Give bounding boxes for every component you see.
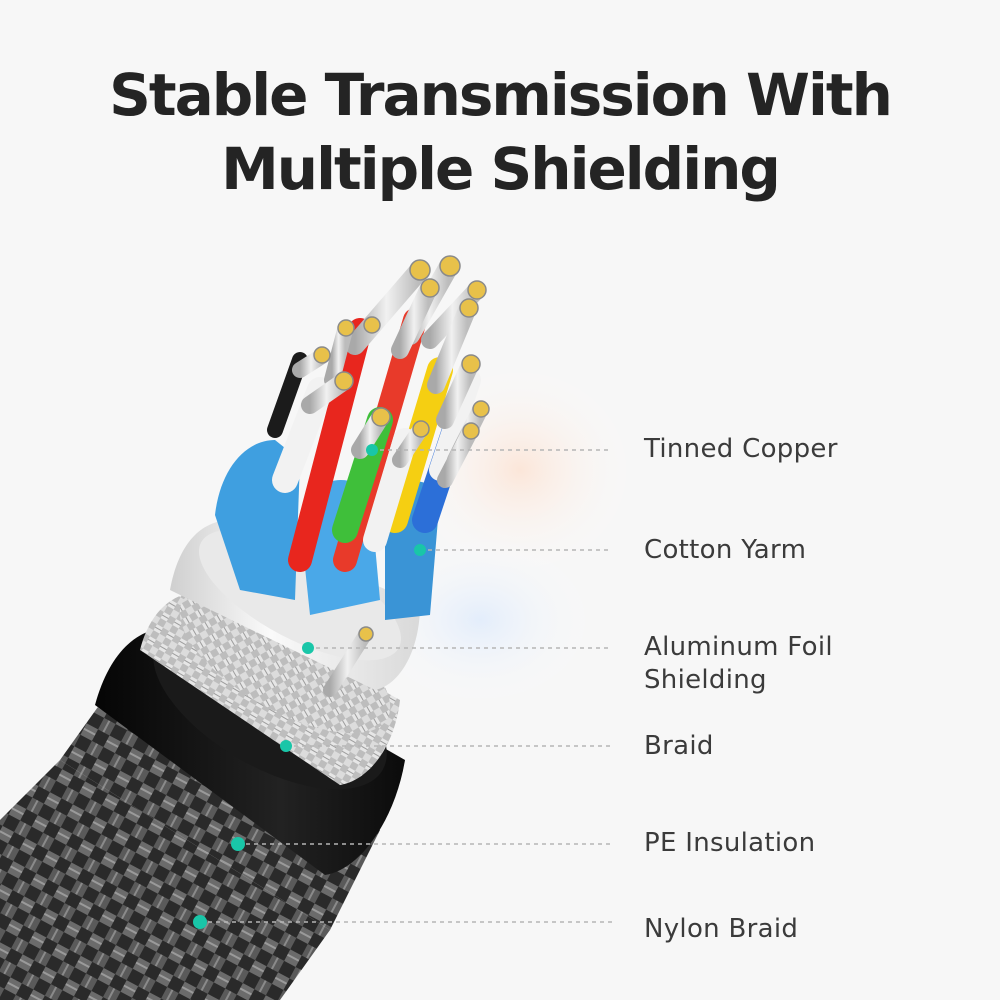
marker-pe-insulation	[231, 837, 245, 851]
metal-braid-face	[179, 586, 391, 734]
label-pe-insulation: PE Insulation	[644, 827, 815, 860]
label-tinned-copper-text: Tinned Copper	[644, 434, 838, 464]
label-tinned-copper: Tinned Copper	[644, 433, 838, 466]
nylon-braid-jacket-upper	[60, 690, 380, 930]
layer-markers	[193, 444, 426, 929]
label-pe-insulation-text: PE Insulation	[644, 828, 816, 858]
wire-red	[288, 318, 372, 572]
marker-tinned-copper	[366, 444, 378, 456]
copper-end-caps	[313, 255, 490, 642]
label-braid-text: Braid	[644, 731, 714, 761]
label-aluminum-foil-line-2: Shielding	[644, 665, 767, 695]
leader-lines	[200, 449, 612, 923]
label-nylon-braid-text: Nylon Braid	[644, 914, 799, 944]
marker-nylon-braid	[193, 915, 207, 929]
title-line-2: Multiple Shielding	[221, 135, 781, 203]
tinned-copper-strands	[292, 258, 488, 697]
marker-aluminum-foil	[302, 642, 314, 654]
label-cotton-yarm: Cotton Yarm	[644, 534, 806, 567]
title-line-1: Stable Transmission With	[109, 61, 893, 129]
marker-braid	[280, 740, 292, 752]
label-nylon-braid: Nylon Braid	[644, 913, 798, 946]
label-braid: Braid	[644, 730, 714, 763]
nylon-braid-jacket	[0, 760, 330, 1000]
label-aluminum-foil-line-1: Aluminum Foil	[644, 632, 833, 662]
label-cotton-yarm-text: Cotton Yarm	[644, 535, 807, 565]
marker-cotton-yarm	[414, 544, 426, 556]
label-aluminum-foil-shielding: Aluminum Foil Shielding	[644, 631, 833, 697]
page-title: Stable Transmission With Multiple Shield…	[0, 58, 1000, 206]
